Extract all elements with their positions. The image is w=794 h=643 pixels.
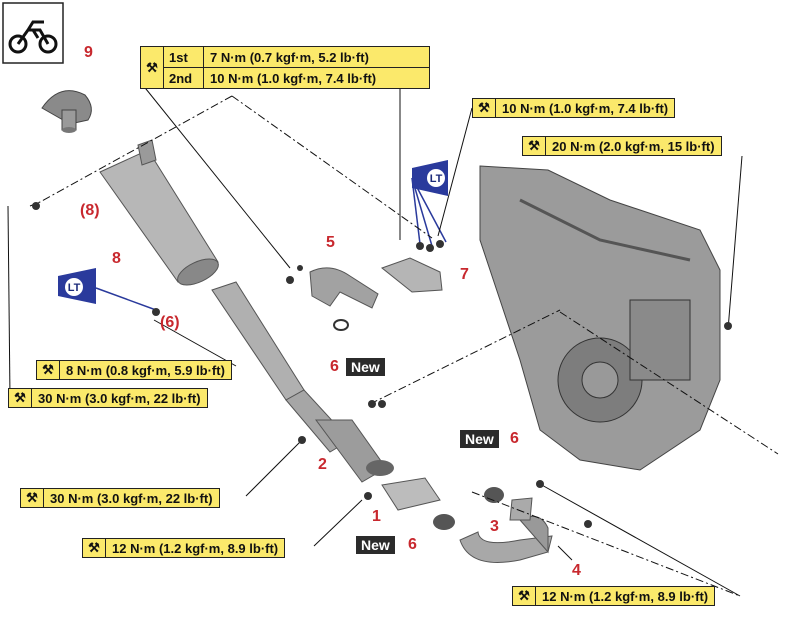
locktite-icon: LT bbox=[412, 160, 448, 196]
motorcycle-icon bbox=[2, 2, 64, 64]
torque-row-2nd: 2nd 10 N·m (1.0 kgf·m, 7.4 lb·ft) bbox=[163, 68, 429, 88]
torque-spec-top-right: ⚒ 10 N·m (1.0 kgf·m, 7.4 lb·ft) bbox=[472, 98, 676, 118]
torque-table: ⚒ 1st 7 N·m (0.7 kgf·m, 5.2 lb·ft) 2nd 1… bbox=[140, 46, 430, 89]
torque-value: 30 N·m (3.0 kgf·m, 22 lb·ft) bbox=[50, 490, 213, 506]
part-1-clamp bbox=[364, 477, 441, 511]
part-8-muffler bbox=[99, 139, 219, 286]
leader-lines bbox=[7, 83, 779, 597]
torque-wrench-icon: ⚒ bbox=[523, 137, 546, 155]
callout-5: 5 bbox=[326, 234, 335, 251]
callout-9: 9 bbox=[84, 44, 93, 61]
torque-wrench-icon: ⚒ bbox=[21, 489, 44, 507]
torque-value: 20 N·m (2.0 kgf·m, 15 lb·ft) bbox=[552, 138, 715, 154]
callout-2: 2 bbox=[318, 456, 327, 473]
torque-stage: 1st bbox=[163, 47, 204, 67]
torque-wrench-icon: ⚒ bbox=[37, 361, 60, 379]
callout-6-right: 6 bbox=[510, 430, 519, 447]
callout-7: 7 bbox=[460, 266, 469, 283]
callout-6-mid: 6 bbox=[330, 358, 339, 375]
lt-label-left: LT bbox=[68, 282, 81, 294]
torque-spec-frame: ⚒ 20 N·m (2.0 kgf·m, 15 lb·ft) bbox=[522, 136, 722, 156]
torque-spec-bottom-right: ⚒ 12 N·m (1.2 kgf·m, 8.9 lb·ft) bbox=[512, 586, 716, 606]
part-5-joint bbox=[309, 267, 379, 309]
torque-wrench-icon: ⚒ bbox=[83, 539, 106, 557]
callout-3: 3 bbox=[490, 518, 499, 535]
part-2-connector bbox=[315, 419, 394, 483]
new-badge: New bbox=[346, 358, 385, 376]
locktite-icon: LT bbox=[58, 268, 96, 304]
torque-value: 12 N·m (1.2 kgf·m, 8.9 lb·ft) bbox=[112, 540, 279, 556]
callout-1: 1 bbox=[372, 508, 381, 525]
torque-stage: 2nd bbox=[163, 68, 204, 88]
gasket-6-lower bbox=[433, 514, 455, 530]
torque-value: 8 N·m (0.8 kgf·m, 5.9 lb·ft) bbox=[66, 362, 225, 378]
part-9-cap bbox=[41, 90, 92, 133]
new-badge: New bbox=[460, 430, 499, 448]
torque-spec-mid-left: ⚒ 30 N·m (3.0 kgf·m, 22 lb·ft) bbox=[20, 488, 220, 508]
part-7-bracket bbox=[380, 257, 443, 293]
callout-8-paren: (8) bbox=[80, 202, 100, 219]
torque-spec-left-small: ⚒ 8 N·m (0.8 kgf·m, 5.9 lb·ft) bbox=[36, 360, 232, 380]
part-4-header bbox=[459, 515, 553, 563]
lt-leader-lines bbox=[95, 177, 447, 311]
torque-wrench-icon: ⚒ bbox=[473, 99, 496, 117]
callout-6-lower: 6 bbox=[408, 536, 417, 553]
torque-wrench-icon: ⚒ bbox=[141, 47, 164, 88]
callout-4: 4 bbox=[572, 562, 581, 579]
torque-row-1st: 1st 7 N·m (0.7 kgf·m, 5.2 lb·ft) bbox=[163, 47, 429, 68]
bolts bbox=[32, 202, 732, 528]
torque-value: 10 N·m (1.0 kgf·m, 7.4 lb·ft) bbox=[210, 70, 377, 86]
callout-6-paren: (6) bbox=[160, 314, 180, 331]
torque-value: 10 N·m (1.0 kgf·m, 7.4 lb·ft) bbox=[502, 100, 669, 116]
lt-label-top: LT bbox=[430, 173, 443, 185]
torque-wrench-icon: ⚒ bbox=[513, 587, 536, 605]
torque-value: 12 N·m (1.2 kgf·m, 8.9 lb·ft) bbox=[542, 588, 709, 604]
engine-frame bbox=[479, 165, 721, 471]
torque-value: 30 N·m (3.0 kgf·m, 22 lb·ft) bbox=[38, 390, 201, 406]
callout-8: 8 bbox=[112, 250, 121, 267]
torque-spec-left-large: ⚒ 30 N·m (3.0 kgf·m, 22 lb·ft) bbox=[8, 388, 208, 408]
torque-spec-bottom-left: ⚒ 12 N·m (1.2 kgf·m, 8.9 lb·ft) bbox=[82, 538, 286, 558]
torque-value: 7 N·m (0.7 kgf·m, 5.2 lb·ft) bbox=[210, 49, 369, 65]
new-badge: New bbox=[356, 536, 395, 554]
part-3-bracket bbox=[509, 497, 533, 521]
torque-wrench-icon: ⚒ bbox=[9, 389, 32, 407]
gasket-6-mid bbox=[333, 319, 349, 331]
